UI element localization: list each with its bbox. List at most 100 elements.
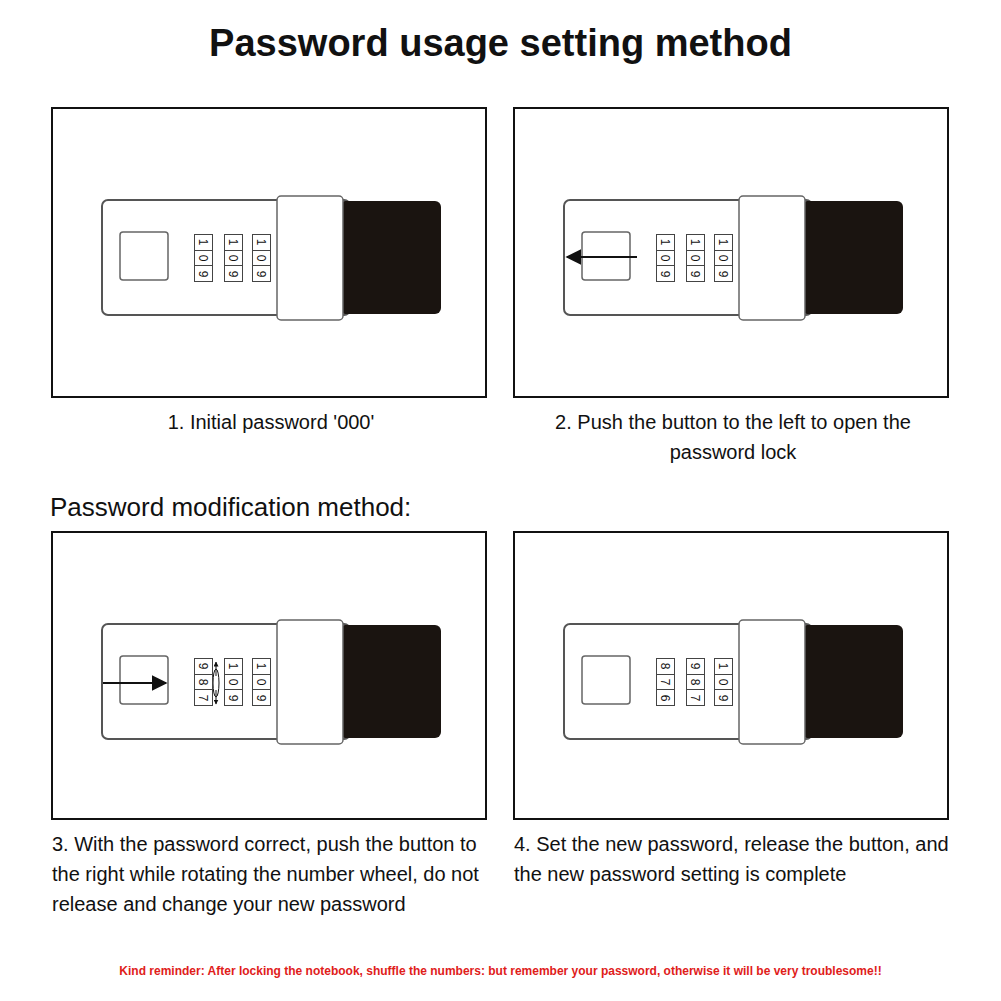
- wheel-cell: 1: [253, 659, 270, 675]
- wheel-digit: 1: [718, 239, 730, 246]
- step-caption: 2. Push the button to the left to open t…: [515, 407, 951, 467]
- wheel-cell: 0: [225, 675, 242, 691]
- wheel-digit: 1: [660, 239, 672, 246]
- wheel-digit: 1: [228, 663, 240, 670]
- wheel-cell: 9: [657, 266, 674, 281]
- number-wheel: 1 0 9: [252, 234, 271, 282]
- section-heading: Password modification method:: [50, 490, 650, 524]
- wheel-cell: 1: [715, 659, 732, 675]
- number-wheel: 1 0 9: [224, 658, 243, 706]
- wheel-digit: 9: [198, 663, 210, 670]
- wheel-cell: 0: [195, 251, 212, 267]
- wheel-cell: 0: [253, 675, 270, 691]
- wheel-digit: 8: [198, 679, 210, 686]
- reminder-note: Kind reminder: After locking the noteboo…: [0, 962, 1001, 980]
- wheel-digit: 1: [228, 239, 240, 246]
- wheel-cell: 1: [687, 235, 704, 251]
- wheel-digit: 0: [660, 255, 672, 262]
- number-wheel: 1 0 9: [194, 234, 213, 282]
- wheel-digit: 7: [198, 694, 210, 701]
- lock-drawing: [102, 620, 441, 744]
- wheel-cell: 9: [195, 659, 212, 675]
- wheel-cell: 7: [657, 675, 674, 691]
- wheel-digit: 1: [256, 239, 268, 246]
- number-wheel: 1 0 9: [252, 658, 271, 706]
- wheel-digit: 9: [690, 270, 702, 277]
- wheel-digit: 9: [228, 694, 240, 701]
- wheel-digit: 9: [198, 270, 210, 277]
- wheel-cell: 9: [715, 690, 732, 705]
- wheel-digit: 9: [718, 694, 730, 701]
- wheel-digit: 8: [660, 663, 672, 670]
- wheel-cell: 1: [253, 235, 270, 251]
- lock-drawing: [102, 196, 441, 320]
- wheel-digit: 6: [660, 694, 672, 701]
- number-wheel: 9 8 7: [194, 658, 213, 706]
- step-panel: 1. Initial password '000'109109109: [51, 107, 487, 398]
- wheel-cell: 0: [687, 251, 704, 267]
- wheel-cell: 0: [657, 251, 674, 267]
- wheel-cell: 9: [225, 690, 242, 705]
- wheel-cell: 9: [253, 266, 270, 281]
- number-wheel: 1 0 9: [686, 234, 705, 282]
- wheel-digit: 9: [256, 694, 268, 701]
- wheel-cell: 8: [687, 675, 704, 691]
- wheel-cell: 1: [715, 235, 732, 251]
- wheel-cell: 9: [225, 266, 242, 281]
- wheel-digit: 1: [690, 239, 702, 246]
- wheel-digit: 9: [228, 270, 240, 277]
- wheel-cell: 9: [253, 690, 270, 705]
- wheel-digit: 0: [690, 255, 702, 262]
- wheel-cell: 9: [687, 266, 704, 281]
- wheel-cell: 0: [715, 251, 732, 267]
- wheel-cell: 7: [687, 690, 704, 705]
- wheel-digit: 0: [228, 679, 240, 686]
- wheel-digit: 7: [660, 679, 672, 686]
- wheel-digit: 9: [660, 270, 672, 277]
- wheel-cell: 9: [715, 266, 732, 281]
- step-panel: 2. Push the button to the left to open t…: [513, 107, 949, 398]
- lock-drawing: [564, 620, 903, 744]
- step-panel: 3. With the password correct, push the b…: [51, 531, 487, 820]
- step-panel: 4. Set the new password, release the but…: [513, 531, 949, 820]
- wheel-digit: 1: [718, 663, 730, 670]
- wheel-cell: 0: [225, 251, 242, 267]
- number-wheel: 1 0 9: [714, 234, 733, 282]
- step-caption: 3. With the password correct, push the b…: [52, 829, 492, 919]
- number-wheel: 9 8 7: [686, 658, 705, 706]
- wheel-digit: 0: [256, 255, 268, 262]
- wheel-digit: 0: [256, 679, 268, 686]
- wheel-cell: 9: [687, 659, 704, 675]
- step-caption: 1. Initial password '000': [53, 407, 489, 437]
- wheel-cell: 9: [195, 266, 212, 281]
- wheel-digit: 0: [718, 679, 730, 686]
- number-wheel: 8 7 6: [656, 658, 675, 706]
- wheel-digit: 1: [198, 239, 210, 246]
- wheel-digit: 9: [690, 663, 702, 670]
- wheel-digit: 0: [718, 255, 730, 262]
- wheel-cell: 1: [225, 235, 242, 251]
- wheel-digit: 7: [690, 694, 702, 701]
- wheel-cell: 0: [715, 675, 732, 691]
- wheel-cell: 8: [195, 675, 212, 691]
- wheel-digit: 9: [256, 270, 268, 277]
- step-caption: 4. Set the new password, release the but…: [514, 829, 976, 889]
- push-right-arrow: [103, 682, 166, 684]
- rotate-arrow: [216, 690, 217, 704]
- wheel-cell: 8: [657, 659, 674, 675]
- push-left-arrow: [567, 256, 637, 258]
- page-title: Password usage setting method: [0, 20, 1001, 66]
- number-wheel: 1 0 9: [224, 234, 243, 282]
- lock-drawing: [564, 196, 903, 320]
- wheel-cell: 6: [657, 690, 674, 705]
- wheel-cell: 1: [657, 235, 674, 251]
- rotate-arrow: [216, 662, 217, 676]
- wheel-cell: 1: [225, 659, 242, 675]
- wheel-cell: 7: [195, 690, 212, 705]
- wheel-cell: 0: [253, 251, 270, 267]
- wheel-digit: 0: [198, 255, 210, 262]
- number-wheel: 1 0 9: [714, 658, 733, 706]
- number-wheel: 1 0 9: [656, 234, 675, 282]
- wheel-digit: 9: [718, 270, 730, 277]
